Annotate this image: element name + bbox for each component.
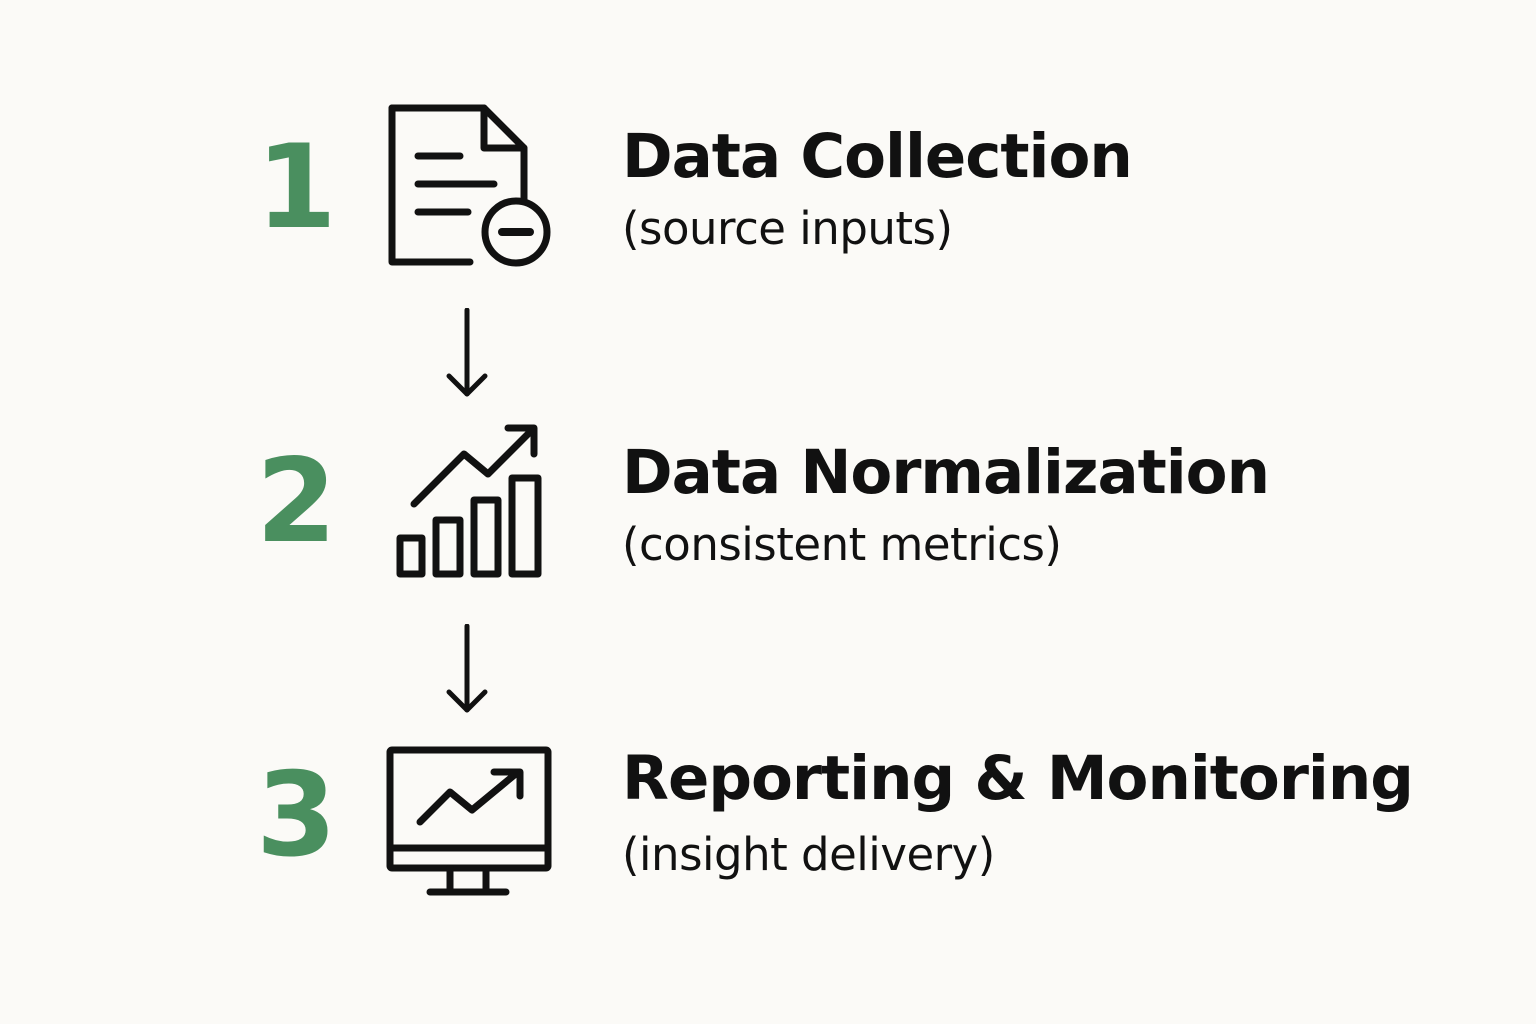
step-title-2: Data Normalization: [622, 437, 1270, 508]
step-subtitle-3: (insight delivery): [622, 828, 995, 881]
document-minus-icon: [388, 104, 558, 274]
bar-chart-trend-icon: [396, 424, 544, 578]
step-number-3: 3: [256, 748, 337, 883]
monitor-chart-icon: [386, 746, 552, 898]
step-title-1: Data Collection: [622, 121, 1133, 192]
step-subtitle-1: (source inputs): [622, 202, 953, 255]
step-number-2: 2: [256, 434, 337, 569]
down-arrow-icon: [445, 624, 489, 716]
down-arrow-icon: [445, 308, 489, 400]
step-subtitle-2: (consistent metrics): [622, 518, 1062, 571]
step-number-1: 1: [256, 120, 337, 255]
step-title-3: Reporting & Monitoring: [622, 743, 1414, 814]
